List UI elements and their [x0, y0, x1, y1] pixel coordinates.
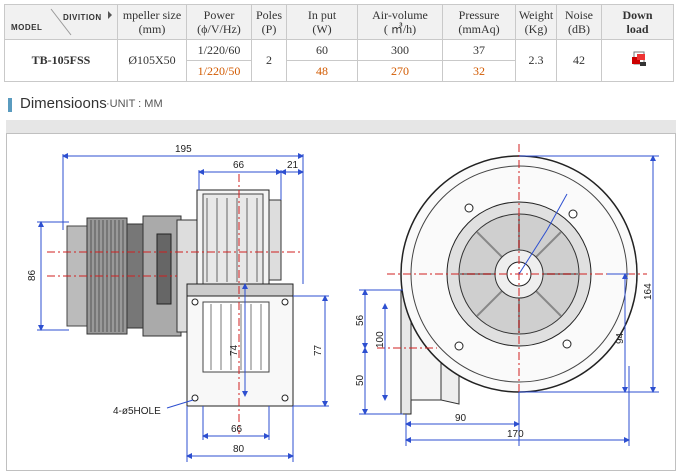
air-60-cell: 300 — [357, 39, 443, 61]
table-row: TB-105FSS Ø105X50 1/220/60 2 60 300 37 2… — [4, 39, 674, 82]
diagonal-divider — [50, 8, 112, 36]
section-title: Dimensioons — [20, 95, 107, 112]
division-header-label: DIVITION — [63, 13, 102, 22]
section-divider — [6, 120, 676, 133]
dim-100-label: 100 — [375, 331, 386, 348]
weight-header-unit: (Kg) — [524, 22, 548, 36]
poles-header-label: Poles — [255, 8, 282, 22]
input-60-cell: 60 — [286, 39, 358, 61]
noise-header-unit: (dB) — [568, 22, 590, 36]
power-50-cell: 1/220/50 — [186, 60, 252, 82]
dimension-drawing: 195 66 21 86 74 77 4-ø5HOLE 66 80 — [6, 133, 676, 471]
air-50-cell: 270 — [357, 60, 443, 82]
spec-table-header: MODEL DIVITION mpeller size(mm) Power(ϕ/… — [4, 4, 674, 40]
pressure-50-cell: 32 — [442, 60, 516, 82]
input-header-unit: (W) — [312, 22, 332, 36]
spec-table: MODEL DIVITION mpeller size(mm) Power(ϕ/… — [4, 4, 674, 82]
blower-housing — [186, 189, 294, 407]
weight-cell: 2.3 — [515, 39, 557, 82]
side-view: 195 66 21 86 74 77 4-ø5HOLE 66 80 — [27, 144, 329, 462]
download-header-label2: load — [626, 22, 649, 36]
power-60-cell: 1/220/60 — [186, 39, 252, 61]
air-volume-header: Air-volume( ㎥/h) — [357, 4, 443, 40]
power-header: Power(ϕ/V/Hz) — [186, 4, 252, 40]
pressure-header-label: Pressure — [458, 8, 500, 22]
impeller-header-unit: (mm) — [138, 22, 166, 36]
drawing-canvas: 195 66 21 86 74 77 4-ø5HOLE 66 80 — [27, 144, 659, 462]
noise-cell: 42 — [556, 39, 602, 82]
pressure-60-cell: 37 — [442, 39, 516, 61]
noise-header-label: Noise — [565, 8, 593, 22]
dim-80-label: 80 — [233, 444, 245, 455]
download-header-label: Down — [622, 8, 653, 22]
dim-50-label: 50 — [355, 374, 366, 386]
air-volume-header-label: Air-volume — [372, 8, 428, 22]
section-marker — [8, 98, 12, 112]
dim-170-label: 170 — [507, 429, 524, 440]
power-header-label: Power — [203, 8, 235, 22]
power-header-unit: (ϕ/V/Hz) — [197, 22, 241, 36]
download-cell — [601, 39, 674, 82]
dim-90-label: 90 — [455, 413, 467, 424]
noise-header: Noise(dB) — [556, 4, 602, 40]
dim-66-top-label: 66 — [233, 160, 245, 171]
pressure-header: Pressure(mmAq) — [442, 4, 516, 40]
weight-header: Weight(Kg) — [515, 4, 557, 40]
impeller-header-label: mpeller size — [122, 8, 182, 22]
impeller-header: mpeller size(mm) — [117, 4, 187, 40]
dim-21-label: 21 — [287, 160, 299, 171]
dim-195-label: 195 — [175, 144, 192, 155]
pressure-header-unit: (mmAq) — [458, 22, 500, 36]
dim-164-label: 164 — [643, 283, 654, 300]
input-header-label: In put — [307, 8, 337, 22]
dim-94-label: 94 — [615, 332, 626, 344]
impeller-cell: Ø105X50 — [117, 39, 187, 82]
dim-66-bottom-label: 66 — [231, 424, 243, 435]
weight-header-label: Weight — [518, 8, 554, 22]
section-unit: ·UNIT : MM — [106, 98, 163, 110]
model-cell: TB-105FSS — [4, 39, 118, 82]
table-row: 1/220/50 48 270 32 — [5, 60, 674, 82]
dim-74-label: 74 — [229, 344, 240, 356]
front-view: 56 100 50 90 170 164 94 — [355, 144, 659, 446]
poles-header-unit: (P) — [261, 22, 277, 36]
hole-label: 4-ø5HOLE — [113, 406, 161, 417]
poles-cell: 2 — [251, 39, 287, 82]
input-50-cell: 48 — [286, 60, 358, 82]
poles-header: Poles(P) — [251, 4, 287, 40]
dim-77-label: 77 — [313, 344, 324, 356]
air-volume-header-unit: ( ㎥/h) — [383, 22, 417, 36]
dim-56-label: 56 — [355, 314, 366, 326]
download-file-icon[interactable] — [631, 51, 646, 66]
model-division-header: MODEL DIVITION — [4, 4, 118, 40]
model-header-label: MODEL — [11, 23, 43, 32]
input-header: In put(W) — [286, 4, 358, 40]
dim-86-label: 86 — [27, 269, 38, 281]
